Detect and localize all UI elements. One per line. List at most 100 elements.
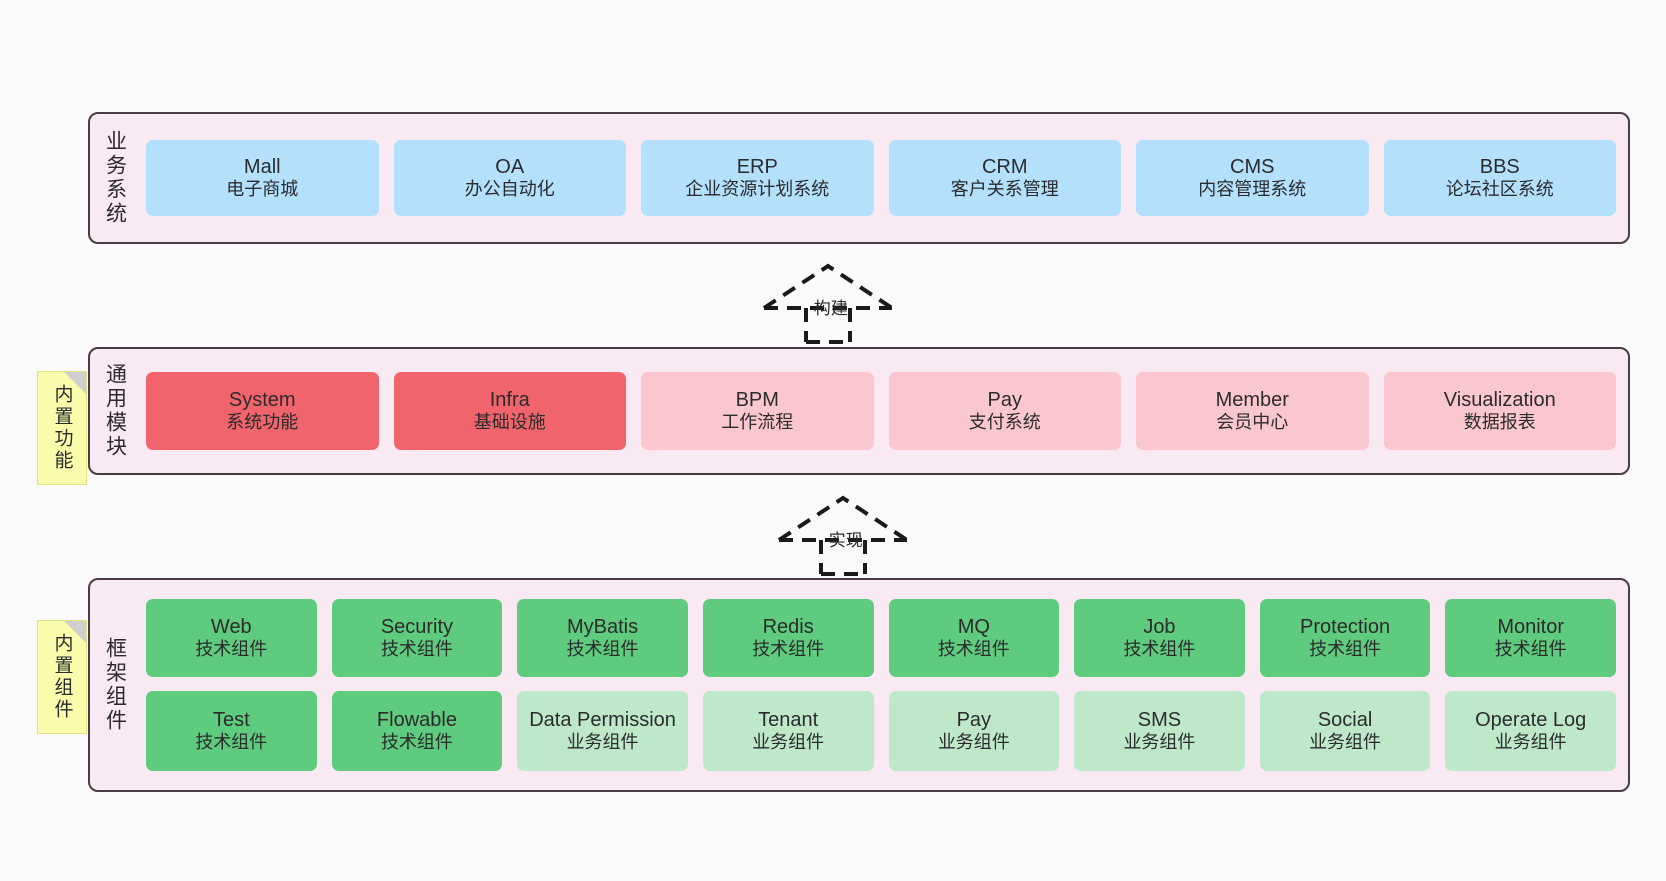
- card-title: Monitor: [1497, 615, 1565, 638]
- card-mybatis[interactable]: MyBatis 技术组件: [517, 599, 688, 677]
- layer-label-business-system: 业务系统: [103, 130, 127, 226]
- layer-body-framework-component: Web 技术组件 Security 技术组件 MyBatis 技术组件 Redi…: [134, 580, 1628, 790]
- card-title: CRM: [981, 155, 1028, 178]
- card-subtitle: 技术组件: [937, 639, 1010, 660]
- card-title: Infra: [489, 388, 530, 411]
- connector-label: 构建: [813, 299, 848, 318]
- card-infra[interactable]: Infra 基础设施: [393, 372, 626, 450]
- card-subtitle: 技术组件: [195, 732, 268, 753]
- card-title: Protection: [1300, 615, 1391, 638]
- card-subtitle: 业务组件: [752, 732, 825, 753]
- card-tenant[interactable]: Tenant 业务组件: [702, 691, 874, 771]
- card-title: ERP: [736, 155, 778, 178]
- card-title: Test: [212, 708, 250, 731]
- card-subtitle: 技术组件: [1123, 639, 1196, 660]
- card-sms[interactable]: SMS 业务组件: [1074, 691, 1245, 771]
- note-fold-icon: [64, 621, 86, 643]
- card-title: MQ: [957, 615, 990, 638]
- card-title: Data Permission: [529, 708, 676, 731]
- card-title: SMS: [1137, 708, 1182, 731]
- card-subtitle: 数据报表: [1463, 412, 1536, 433]
- card-subtitle: 技术组件: [380, 732, 453, 753]
- card-security[interactable]: Security 技术组件: [331, 599, 503, 677]
- card-title: Flowable: [376, 708, 457, 731]
- card-subtitle: 会员中心: [1216, 412, 1289, 433]
- card-subtitle: 业务组件: [1309, 732, 1382, 753]
- layer-common-module[interactable]: 通用模块 System 系统功能 Infra 基础设施 BPM 工作流程 Pay…: [88, 347, 1630, 475]
- card-subtitle: 技术组件: [752, 639, 825, 660]
- card-subtitle: 基础设施: [473, 412, 546, 433]
- card-title: Operate Log: [1475, 708, 1587, 731]
- card-pay-business[interactable]: Pay 业务组件: [888, 691, 1060, 771]
- generalization-triangle-icon: [777, 495, 909, 542]
- card-mall[interactable]: Mall 电子商城: [146, 140, 379, 216]
- card-title: Member: [1215, 388, 1289, 411]
- card-flowable[interactable]: Flowable 技术组件: [331, 691, 503, 771]
- card-subtitle: 技术组件: [380, 639, 453, 660]
- card-mq[interactable]: MQ 技术组件: [888, 599, 1060, 677]
- card-monitor[interactable]: Monitor 技术组件: [1445, 599, 1616, 677]
- note-label: 内置组件: [51, 633, 73, 721]
- card-title: Pay: [987, 388, 1022, 411]
- card-cms[interactable]: CMS 内容管理系统: [1136, 140, 1369, 216]
- layer-body-common-module: System 系统功能 Infra 基础设施 BPM 工作流程 Pay 支付系统…: [134, 349, 1628, 473]
- card-subtitle: 系统功能: [226, 412, 299, 433]
- card-member[interactable]: Member 会员中心: [1136, 372, 1369, 450]
- card-title: BPM: [735, 388, 779, 411]
- card-title: OA: [495, 155, 525, 178]
- card-title: Tenant: [758, 708, 819, 731]
- card-redis[interactable]: Redis 技术组件: [702, 599, 874, 677]
- card-title: Web: [210, 615, 252, 638]
- card-operate-log[interactable]: Operate Log 业务组件: [1445, 691, 1616, 771]
- card-subtitle: 内容管理系统: [1198, 179, 1307, 200]
- card-erp[interactable]: ERP 企业资源计划系统: [641, 140, 874, 216]
- card-subtitle: 论坛社区系统: [1445, 179, 1554, 200]
- card-title: CMS: [1230, 155, 1275, 178]
- card-title: Pay: [956, 708, 992, 731]
- card-job[interactable]: Job 技术组件: [1074, 599, 1245, 677]
- layer-framework-component[interactable]: 框架组件 Web 技术组件 Security 技术组件 MyBatis 技术组件…: [88, 578, 1630, 792]
- note-builtin-feature: 内置功能: [37, 371, 87, 485]
- card-visualization[interactable]: Visualization 数据报表: [1383, 372, 1616, 450]
- card-row: Web 技术组件 Security 技术组件 MyBatis 技术组件 Redi…: [146, 599, 1616, 677]
- card-subtitle: 支付系统: [968, 412, 1041, 433]
- card-oa[interactable]: OA 办公自动化: [393, 140, 626, 216]
- card-subtitle: 办公自动化: [464, 179, 555, 200]
- card-title: Job: [1143, 615, 1176, 638]
- card-subtitle: 电子商城: [226, 179, 299, 200]
- card-system[interactable]: System 系统功能: [146, 372, 379, 450]
- card-title: System: [228, 388, 296, 411]
- card-subtitle: 技术组件: [1309, 639, 1382, 660]
- layer-body-business-system: Mall 电子商城 OA 办公自动化 ERP 企业资源计划系统 CRM 客户关系…: [134, 114, 1628, 242]
- card-subtitle: 技术组件: [195, 639, 268, 660]
- card-subtitle: 业务组件: [1123, 732, 1196, 753]
- card-bpm[interactable]: BPM 工作流程: [641, 372, 874, 450]
- card-crm[interactable]: CRM 客户关系管理: [888, 140, 1121, 216]
- card-title: Redis: [762, 615, 814, 638]
- connector-implement: 实现: [775, 494, 911, 576]
- card-row: System 系统功能 Infra 基础设施 BPM 工作流程 Pay 支付系统…: [146, 372, 1616, 450]
- card-test[interactable]: Test 技术组件: [146, 691, 317, 771]
- card-title: BBS: [1479, 155, 1520, 178]
- card-subtitle: 技术组件: [566, 639, 639, 660]
- card-subtitle: 客户关系管理: [950, 179, 1059, 200]
- card-subtitle: 业务组件: [937, 732, 1010, 753]
- card-pay[interactable]: Pay 支付系统: [888, 372, 1121, 450]
- layer-label-framework-component: 框架组件: [103, 637, 127, 733]
- card-data-permission[interactable]: Data Permission 业务组件: [517, 691, 688, 771]
- connector-build: 构建: [760, 262, 896, 344]
- card-bbs[interactable]: BBS 论坛社区系统: [1383, 140, 1616, 216]
- card-web[interactable]: Web 技术组件: [146, 599, 317, 677]
- card-title: MyBatis: [567, 615, 639, 638]
- card-social[interactable]: Social 业务组件: [1259, 691, 1431, 771]
- note-fold-icon: [64, 372, 86, 394]
- card-row: Mall 电子商城 OA 办公自动化 ERP 企业资源计划系统 CRM 客户关系…: [146, 140, 1616, 216]
- note-builtin-component: 内置组件: [37, 620, 87, 734]
- card-row: Test 技术组件 Flowable 技术组件 Data Permission …: [146, 691, 1616, 771]
- layer-business-system[interactable]: 业务系统 Mall 电子商城 OA 办公自动化 ERP 企业资源计划系统 CRM…: [88, 112, 1630, 244]
- connector-label: 实现: [828, 531, 863, 550]
- card-title: Security: [380, 615, 454, 638]
- card-title: Mall: [243, 155, 281, 178]
- card-protection[interactable]: Protection 技术组件: [1259, 599, 1431, 677]
